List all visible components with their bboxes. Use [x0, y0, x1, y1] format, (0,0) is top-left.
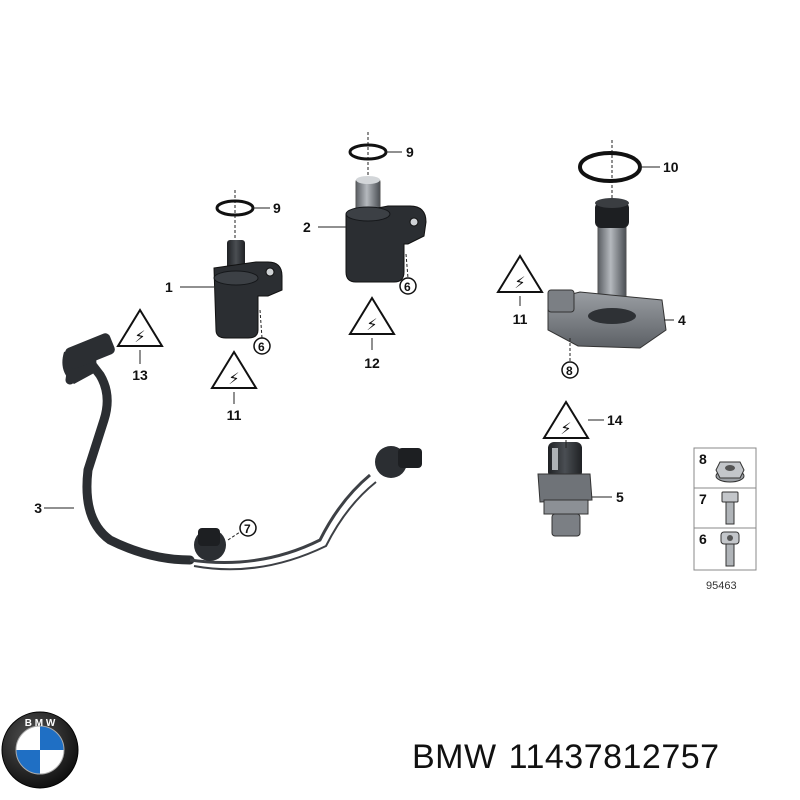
callout-1: 1	[165, 279, 173, 295]
callout-7: 7	[244, 522, 251, 536]
warning-13: ⚡ 13	[116, 308, 164, 383]
bmw-logo: B M W	[1, 711, 79, 789]
callout-14: 14	[607, 412, 623, 428]
socket-screw-icon	[720, 531, 740, 567]
legend-label-6: 6	[699, 531, 707, 547]
callout-4: 4	[678, 312, 686, 328]
sensor-4-oil-level: 10 4 8	[547, 140, 686, 379]
plug-icon: ⚡	[228, 369, 239, 388]
hex-bolt-icon	[721, 491, 739, 525]
sensor-1-camshaft: 9 1 6	[165, 190, 283, 355]
callout-12: 12	[364, 355, 380, 371]
plug-icon: ⚡	[366, 315, 377, 334]
warning-11a: ⚡ 11	[210, 350, 258, 423]
hardware-legend: 8 7 6 95463	[693, 447, 757, 592]
diagram-ref-number: 95463	[706, 580, 737, 592]
callout-13: 13	[132, 367, 148, 383]
footer-part-number: 11437812757	[508, 738, 720, 776]
callout-11b: 11	[513, 311, 528, 327]
legend-label-7: 7	[699, 491, 707, 507]
callout-5: 5	[616, 489, 624, 505]
plug-icon: ⚡	[514, 273, 525, 292]
callout-9b: 9	[406, 144, 414, 160]
sensor-3-knock-harness: 3 7	[34, 333, 422, 571]
callout-2: 2	[303, 219, 311, 235]
warning-11b: ⚡ 11	[496, 254, 544, 327]
callout-6b: 6	[404, 280, 411, 294]
plug-icon: ⚡	[134, 327, 145, 346]
callout-3: 3	[34, 500, 42, 516]
footer-brand: BMW	[412, 738, 497, 776]
bmw-logo-lettering: B M W	[25, 718, 56, 729]
callout-6a: 6	[258, 340, 265, 354]
footer-part-label: BMW 11437812757	[412, 738, 732, 777]
sensor-5-oil-pressure: 5	[537, 442, 624, 537]
o-ring-10	[578, 151, 642, 183]
plug-icon: ⚡	[560, 419, 571, 438]
legend-label-8: 8	[699, 451, 707, 467]
warning-12: ⚡ 12	[348, 296, 396, 371]
flange-nut-icon	[715, 461, 745, 483]
callout-9a: 9	[273, 200, 281, 216]
callout-10: 10	[663, 159, 679, 175]
warning-14: ⚡ 14	[542, 400, 623, 448]
sensor-2-camshaft: 9 2 6	[303, 132, 427, 295]
callout-8: 8	[566, 364, 573, 378]
callout-11a: 11	[227, 407, 242, 423]
